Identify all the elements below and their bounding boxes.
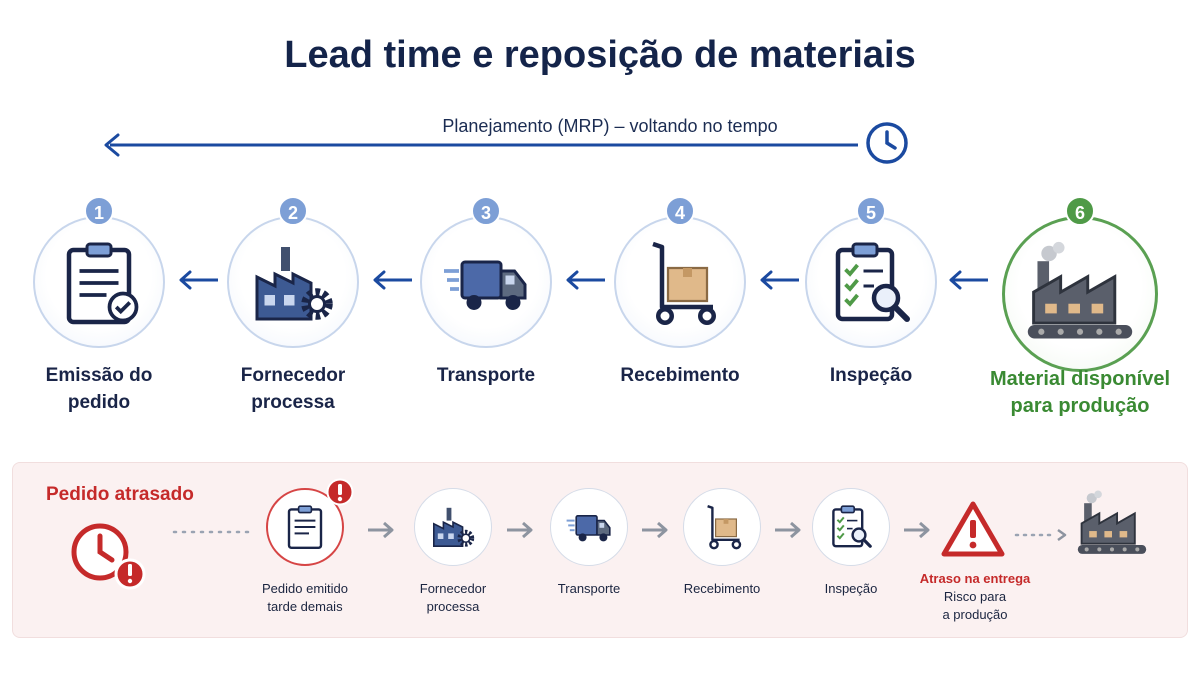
arrow-left-icon <box>179 270 218 290</box>
arrow-right-icon <box>507 521 533 539</box>
step-label: Transporte <box>557 581 621 596</box>
step-label: Pedido emitido tarde demais <box>262 581 348 614</box>
delay-step-transporte: Transporte <box>529 488 649 628</box>
delay-step-pedido-emitido: Pedido emitido tarde demais <box>245 488 365 628</box>
clipboard-icon <box>281 503 329 551</box>
step-inspecao: 5 Inspeção <box>786 196 956 426</box>
step-transporte: 3 Transporte <box>401 196 571 426</box>
step-label: Transporte <box>436 365 536 386</box>
arrow-left-icon <box>566 270 605 290</box>
arrow-right-icon <box>904 521 930 539</box>
step-emissao-do-pedido: 1 Emissão do pedido <box>14 196 184 426</box>
clock-alert-icon <box>71 523 146 590</box>
page-title: Lead time e reposição de materiais <box>284 34 916 76</box>
arrow-left-icon <box>373 270 412 290</box>
step-number-badge: 1 <box>84 196 114 226</box>
mrp-timeline-arrow <box>104 133 858 157</box>
clipboard-magnifier-icon <box>826 238 916 328</box>
step-label: Material disponível para produção <box>989 368 1171 417</box>
hand-truck-icon <box>698 503 746 551</box>
step-label: Recebimento <box>683 581 761 596</box>
step-number-badge: 6 <box>1065 196 1095 226</box>
arrow-left-icon <box>949 270 988 290</box>
delay-step-fornecedor: Fornecedor processa <box>393 488 513 628</box>
truck-icon <box>565 503 613 551</box>
clipboard-check-icon <box>54 238 139 328</box>
step-number-badge: 5 <box>856 196 886 226</box>
step-label: Fornecedor processa <box>419 581 487 614</box>
factory-gear-icon <box>248 238 338 328</box>
delay-step-inspecao: Inspeção <box>791 488 911 628</box>
truck-icon <box>441 238 531 328</box>
delay-title: Pedido atrasado <box>46 484 194 505</box>
factory-conveyor-icon <box>1022 238 1138 354</box>
hand-truck-icon <box>635 238 725 328</box>
alert-icon <box>326 478 354 506</box>
warning-icon <box>941 501 1005 557</box>
arrow-right-icon <box>368 521 394 539</box>
arrow-left-icon <box>760 270 799 290</box>
dotted-arrow-connector <box>1014 528 1067 542</box>
step-number-badge: 3 <box>471 196 501 226</box>
step-material-disponivel: 6 Material disponível para produção <box>980 196 1180 426</box>
arrow-right-icon <box>642 521 668 539</box>
delay-warning-text: Atraso na entrega Risco para a produção <box>919 571 1031 622</box>
clock-icon <box>866 122 908 164</box>
step-label: Recebimento <box>620 365 740 386</box>
step-label: Inspeção <box>829 365 913 386</box>
factory-conveyor-icon <box>1074 488 1150 564</box>
step-label: Emissão do pedido <box>45 365 153 413</box>
delay-step-recebimento: Recebimento <box>662 488 782 628</box>
clipboard-magnifier-icon <box>827 503 875 551</box>
factory-gear-icon <box>429 503 477 551</box>
arrow-right-icon <box>775 521 801 539</box>
step-fornecedor-processa: 2 Fornecedor processa <box>208 196 378 426</box>
dotted-connector <box>172 530 250 534</box>
step-number-badge: 2 <box>278 196 308 226</box>
step-label: Fornecedor processa <box>240 365 346 413</box>
step-label: Inspeção <box>824 581 878 596</box>
mrp-label: Planejamento (MRP) – voltando no tempo <box>442 116 778 136</box>
step-recebimento: 4 Recebimento <box>595 196 765 426</box>
step-number-badge: 4 <box>665 196 695 226</box>
